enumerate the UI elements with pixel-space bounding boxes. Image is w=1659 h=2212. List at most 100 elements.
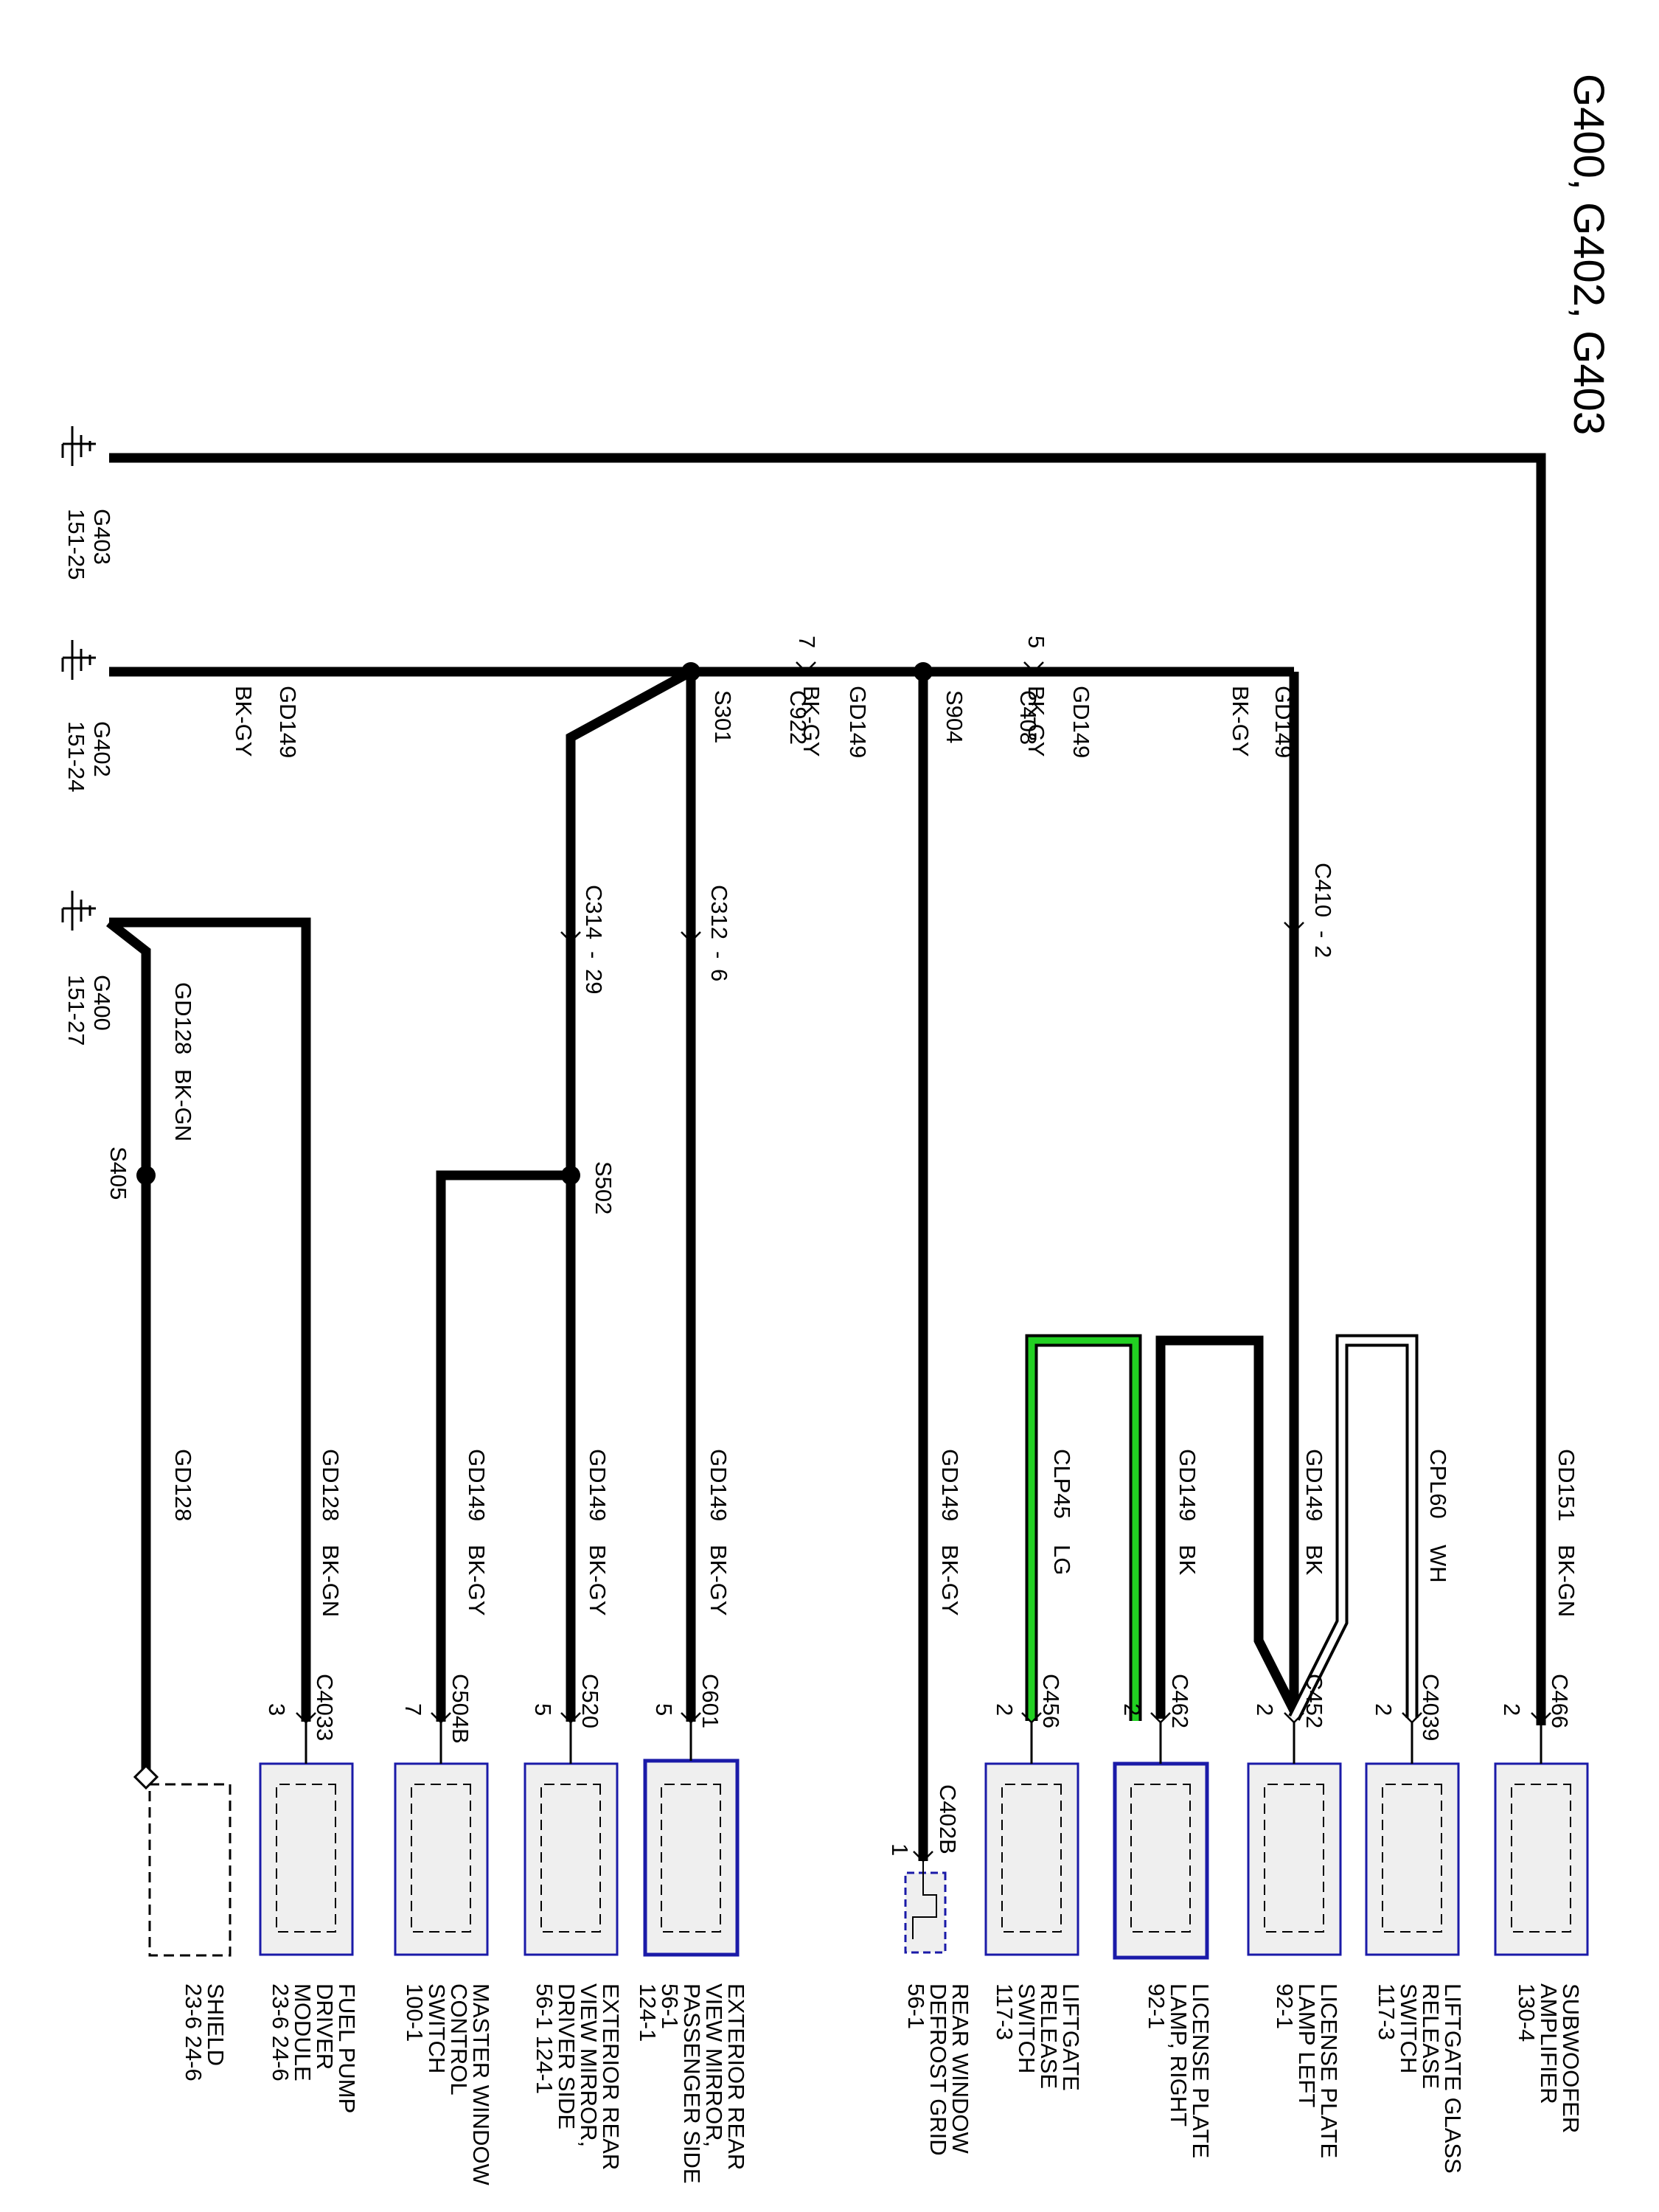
ground-g403-id: G403 xyxy=(89,509,115,565)
master-window-line3: SWITCH xyxy=(424,1983,450,2073)
splice-s502-dot xyxy=(561,1166,580,1185)
wire-clp45-green xyxy=(1028,1337,1139,1721)
plate-right-box xyxy=(1113,1761,1209,1960)
master-window-pin: 7 xyxy=(400,1703,426,1716)
wire-gd151-color: BK-GN xyxy=(1554,1545,1579,1617)
wire-gd149-d-circuit: GD149 xyxy=(1270,686,1296,758)
splice-s904-dot xyxy=(914,662,933,681)
subwoofer-line3: 130-4 xyxy=(1514,1983,1540,2042)
wire-gd149-f-circuit: GD149 xyxy=(585,1449,611,1521)
fuel-pump-line2: DRIVER xyxy=(312,1983,338,2070)
component-defrost-grid[interactable]: C402B 1 REAR WINDOW DEFROST GRID 56-1 xyxy=(887,1784,973,2156)
wire-gd149-b-color: BK-GY xyxy=(799,686,824,757)
splice-s502-label: S502 xyxy=(591,1161,616,1214)
wire-gd149-g-circuit: GD149 xyxy=(706,1449,731,1521)
fuel-pump-line3: MODULE xyxy=(290,1983,316,2081)
component-master-window[interactable]: C504B 7 MASTER WINDOW CONTROL SWITCH 100… xyxy=(394,1674,494,2186)
component-plate-left[interactable]: C452 2 LICENSE PLATE LAMP LEFT 92-1 xyxy=(1247,1674,1342,2158)
shield-box xyxy=(148,1783,232,1957)
splice-s301-dot xyxy=(681,662,700,681)
inline-c312-sep: - xyxy=(706,951,732,959)
wire-cpl60-color: WH xyxy=(1425,1545,1451,1583)
inline-c314-name: C314 xyxy=(581,885,607,939)
wire-gd149-h-circuit: GD149 xyxy=(937,1449,963,1521)
component-mirror-passenger[interactable]: C601 5 EXTERIOR REAR VIEW MIRROR, PASSEN… xyxy=(635,1674,749,2184)
wire-gd149-j-circuit: GD149 xyxy=(1301,1449,1327,1521)
fuel-pump-conn: C4033 xyxy=(312,1674,338,1741)
fuel-pump-line1: FUEL PUMP xyxy=(334,1983,360,2113)
liftgate-switch-line2: RELEASE xyxy=(1036,1983,1062,2089)
fuel-pump-inner xyxy=(276,1784,336,1933)
shield-drain-icon xyxy=(133,1764,159,1790)
ground-g403-ref: 151-25 xyxy=(63,509,89,580)
component-plate-right[interactable]: C462 2 LICENSE PLATE LAMP, RIGHT 92-1 xyxy=(1113,1674,1214,2158)
plate-left-inner xyxy=(1264,1784,1324,1933)
wire-gd149-d-color: BK-GY xyxy=(1228,686,1253,757)
plate-left-line2: LAMP LEFT xyxy=(1294,1983,1320,2107)
subwoofer-line2: AMPLIFIER xyxy=(1536,1983,1562,2104)
component-mirror-driver[interactable]: C520 5 EXTERIOR REAR VIEW MIRROR, DRIVER… xyxy=(524,1674,624,2170)
component-shield[interactable]: SHIELD 23-6 24-6 xyxy=(133,1764,232,2081)
fuel-pump-box xyxy=(259,1762,354,1956)
wire-gd149-plate-right xyxy=(1155,1335,1298,1719)
shield-line2: 23-6 24-6 xyxy=(181,1983,206,2081)
component-liftgate-glass[interactable]: C4039 2 LIFTGATE GLASS RELEASE SWITCH 11… xyxy=(1365,1674,1466,2174)
mirror-passenger-pin: 5 xyxy=(651,1703,677,1716)
wire-clp45-circuit: CLP45 xyxy=(1049,1449,1075,1519)
wire-gd128-shield xyxy=(106,918,151,1777)
wire-gd151-circuit: GD151 xyxy=(1554,1449,1579,1521)
wire-cpl60-circuit: CPL60 xyxy=(1425,1449,1451,1519)
mirror-driver-line2: VIEW MIRROR, xyxy=(576,1983,602,2147)
component-fuel-pump[interactable]: C4033 3 FUEL PUMP DRIVER MODULE 23-6 24-… xyxy=(259,1674,360,2113)
ground-g402: G402 151-24 xyxy=(61,640,115,793)
ground-g402-ref: 151-24 xyxy=(63,721,89,793)
inline-c314-pin: 29 xyxy=(581,969,607,994)
liftgate-glass-line1: LIFTGATE GLASS xyxy=(1440,1983,1466,2174)
defrost-line2: DEFROST GRID xyxy=(925,1983,951,2156)
component-subwoofer[interactable]: C466 2 SUBWOOFER AMPLIFIER 130-4 xyxy=(1494,1674,1589,2133)
wire-gd149-h-color: BK-GY xyxy=(937,1545,963,1615)
subwoofer-pin: 2 xyxy=(1499,1703,1525,1716)
liftgate-switch-line3: SWITCH xyxy=(1014,1983,1040,2073)
wire-gd149-c-circuit: GD149 xyxy=(1068,686,1094,758)
mirror-driver-pin: 5 xyxy=(530,1703,556,1716)
component-liftgate-switch[interactable]: C456 2 LIFTGATE RELEASE SWITCH 117-3 xyxy=(984,1674,1084,2091)
plate-right-line1: LICENSE PLATE xyxy=(1188,1983,1214,2158)
plate-right-line3: 92-1 xyxy=(1144,1983,1169,2029)
diagram-title: G400, G402, G403 xyxy=(1565,74,1613,435)
shield-line1: SHIELD xyxy=(203,1983,229,2066)
inline-c312-pin: 6 xyxy=(706,969,732,981)
liftgate-glass-line2: RELEASE xyxy=(1418,1983,1444,2089)
wire-gd149-i-circuit: GD149 xyxy=(1175,1449,1200,1521)
defrost-pin: 1 xyxy=(887,1843,913,1856)
master-window-line2: CONTROL xyxy=(446,1983,472,2096)
plate-left-line3: 92-1 xyxy=(1272,1983,1298,2029)
plate-right-line2: LAMP, RIGHT xyxy=(1166,1983,1192,2126)
inline-c410-name: C410 xyxy=(1310,863,1336,917)
inline-c922-name: C922 xyxy=(785,690,811,745)
liftgate-glass-inner xyxy=(1382,1784,1442,1933)
mirror-driver-conn: C520 xyxy=(577,1674,603,1728)
liftgate-switch-pin: 2 xyxy=(992,1703,1018,1716)
defrost-conn: C402B xyxy=(935,1784,961,1854)
mirror-driver-line3: DRIVER SIDE xyxy=(554,1983,580,2129)
wire-gd149-g-color: BK-GY xyxy=(706,1545,731,1615)
liftgate-glass-pin: 2 xyxy=(1371,1703,1397,1716)
wire-clp45-outline xyxy=(1025,1334,1142,1721)
mirror-passenger-inner xyxy=(661,1784,721,1933)
liftgate-glass-conn: C4039 xyxy=(1418,1674,1444,1741)
ground-g400: G400 151-27 xyxy=(61,891,115,1046)
liftgate-glass-box xyxy=(1365,1762,1460,1956)
liftgate-switch-box xyxy=(984,1762,1079,1956)
mirror-driver-line4: 56-1 124-1 xyxy=(532,1983,557,2094)
inline-c410-sep: - xyxy=(1310,931,1336,938)
mirror-driver-inner xyxy=(540,1784,601,1933)
wire-gd149-j-color: BK xyxy=(1301,1545,1327,1576)
plate-left-pin: 2 xyxy=(1252,1703,1278,1716)
ground-g402-id: G402 xyxy=(89,721,115,777)
defrost-line3: 56-1 xyxy=(903,1983,929,2029)
wire-gd149-i-color: BK xyxy=(1175,1545,1200,1576)
ground-g400-ref: 151-27 xyxy=(63,975,89,1046)
inline-c922: 7 C922 xyxy=(785,636,820,745)
